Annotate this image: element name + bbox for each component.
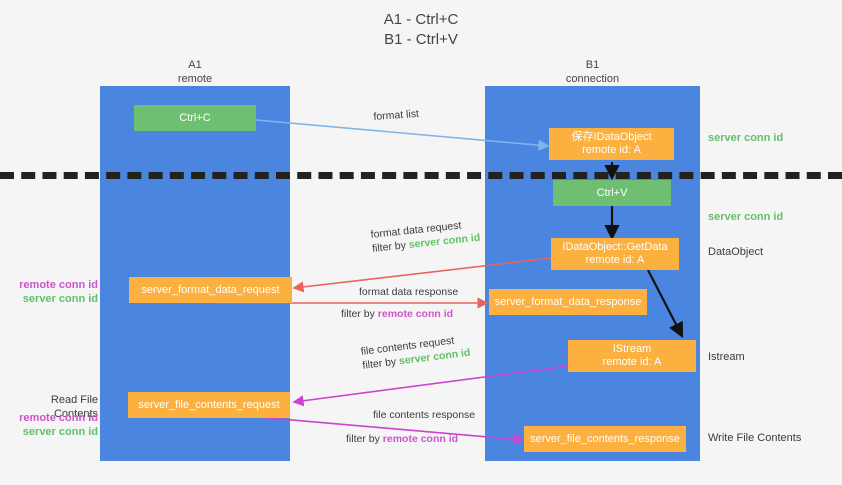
box-ctrl-v[interactable]: Ctrl+V — [553, 180, 671, 206]
fcresp-filter-value: remote conn id — [382, 433, 459, 445]
label-istream-text: Istream — [708, 351, 745, 363]
edge-label-file-contents-response-title: file contents response — [373, 409, 476, 421]
box-save-dataobject[interactable]: 保存IDataObject remote id: A — [549, 128, 674, 160]
box-server-format-data-request-label: server_format_data_request — [141, 283, 280, 296]
label-dataobject-text: DataObject — [708, 246, 764, 258]
lane-b1-name: B1 — [585, 59, 600, 71]
box-server-format-data-request[interactable]: server_format_data_request — [129, 277, 292, 303]
edge-label-file-contents-response-filter: filter by remote conn id — [346, 432, 475, 446]
page-title: A1 - Ctrl+C B1 - Ctrl+V — [0, 10, 842, 50]
label-server-conn-id-mid-text: server conn id — [708, 211, 784, 223]
label-read-file-contents: Read File Contents — [50, 394, 98, 420]
label-remote-conn-id-upper: remote conn id — [19, 279, 98, 291]
box-server-format-data-response[interactable]: server_format_data_response — [489, 289, 647, 315]
lane-header-b1: B1 connection — [485, 58, 700, 86]
label-server-conn-id-lower: server conn id — [22, 426, 98, 438]
box-istream-sub: remote id: A — [602, 356, 662, 368]
wire-getdata-to-istream — [647, 269, 684, 338]
box-istream[interactable]: IStream remote id: A — [568, 340, 696, 372]
box-istream-label: IStream — [612, 343, 652, 355]
edge-label-format-data-response-filter: filter by remote conn id — [341, 307, 458, 321]
box-getdata[interactable]: IDataObject::GetData remote id: A — [551, 238, 679, 270]
box-server-file-contents-response[interactable]: server_file_contents_response — [524, 426, 686, 452]
label-istream: Istream — [708, 350, 745, 364]
lane-b1-sub: connection — [565, 73, 620, 85]
box-server-file-contents-request-label: server_file_contents_request — [138, 398, 280, 411]
lane-header-a1: A1 remote — [100, 58, 290, 86]
box-server-file-contents-request[interactable]: server_file_contents_request — [128, 392, 290, 418]
label-conn-ids-lower: remote conn id server conn id — [8, 411, 98, 439]
edge-label-format-list-text: format list — [373, 107, 420, 123]
box-ctrl-c-label: Ctrl+C — [179, 111, 211, 124]
label-write-file-contents-text: Write File Contents — [708, 432, 802, 444]
box-server-format-data-response-label: server_format_data_response — [494, 295, 642, 308]
label-dataobject: DataObject — [708, 245, 763, 259]
box-save-dataobject-sub: remote id: A — [582, 144, 641, 156]
edge-label-file-contents-response: file contents response filter by remote … — [346, 408, 476, 446]
wire-format-list — [255, 119, 550, 151]
fdresp-filter-value: remote conn id — [377, 308, 454, 320]
fdresp-filter-prefix: filter by — [341, 308, 378, 320]
label-server-conn-id-upper: server conn id — [22, 293, 98, 305]
edge-label-format-data-response: format data response filter by remote co… — [341, 285, 459, 321]
fdreq-filter-prefix: filter by — [371, 239, 410, 255]
phase-divider — [0, 172, 842, 179]
box-save-dataobject-label: 保存IDataObject — [571, 131, 652, 143]
label-server-conn-id-mid: server conn id — [708, 210, 783, 224]
lane-a1-name: A1 — [188, 59, 202, 71]
box-ctrl-c[interactable]: Ctrl+C — [134, 105, 256, 131]
box-getdata-sub: remote id: A — [585, 254, 645, 266]
title-line-2: B1 - Ctrl+V — [384, 31, 458, 48]
label-conn-ids-upper: remote conn id server conn id — [8, 278, 98, 306]
fcresp-filter-prefix: filter by — [346, 433, 383, 445]
wire-file-contents-request — [292, 365, 569, 407]
box-ctrl-v-label: Ctrl+V — [596, 186, 628, 199]
lane-a1-sub: remote — [177, 73, 213, 85]
label-remote-conn-id-lower: remote conn id — [19, 412, 98, 424]
label-server-conn-id-top: server conn id — [708, 131, 783, 145]
label-write-file-contents: Write File Contents — [708, 431, 801, 445]
edge-label-format-data-response-title: format data response — [359, 286, 459, 298]
label-read-file-contents-group: Read File Contents — [4, 393, 98, 421]
label-server-conn-id-top-text: server conn id — [708, 132, 784, 144]
wire-format-data-request — [292, 257, 553, 293]
box-getdata-label: IDataObject::GetData — [562, 241, 668, 253]
title-line-1: A1 - Ctrl+C — [383, 11, 459, 28]
box-server-file-contents-response-label: server_file_contents_response — [530, 432, 680, 445]
